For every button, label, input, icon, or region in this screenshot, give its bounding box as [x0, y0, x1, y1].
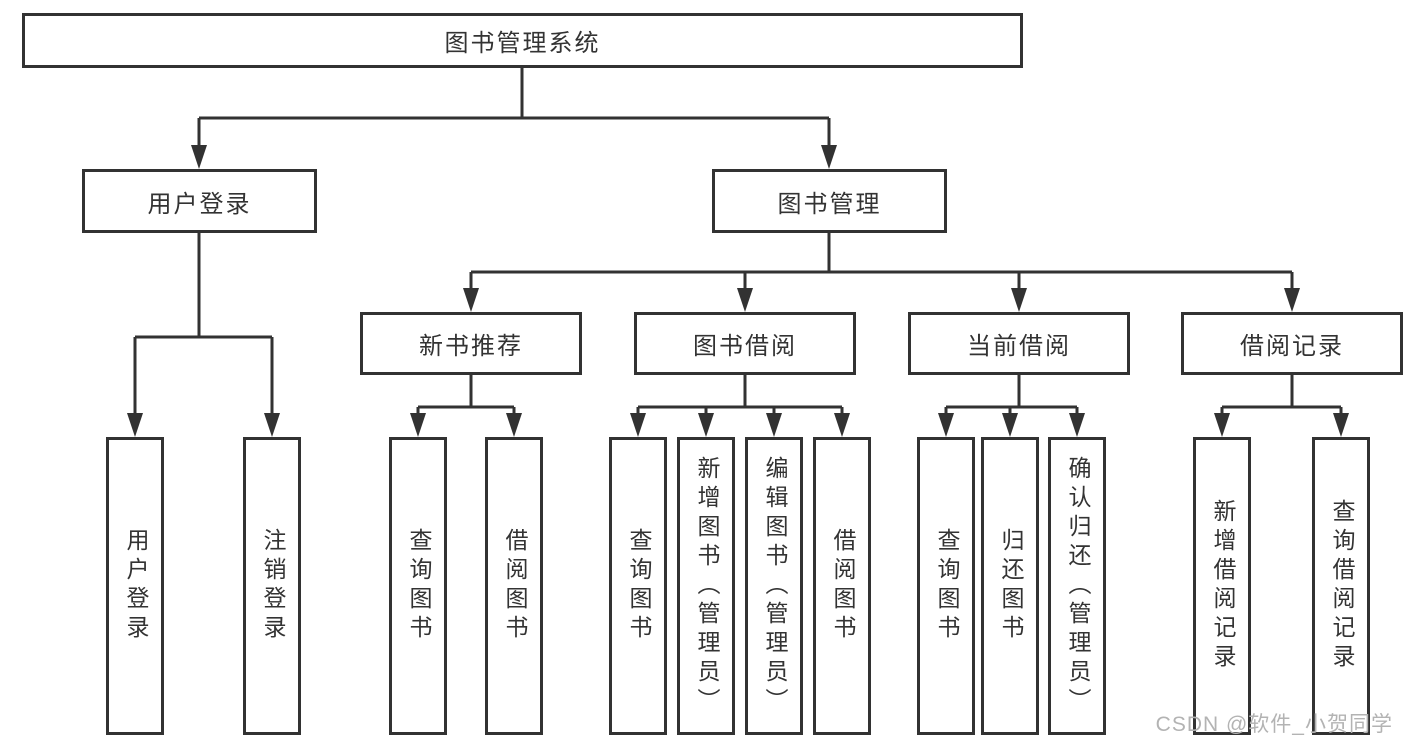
arrow-down-icon: [1011, 288, 1027, 312]
leaf-edit-books-admin: 编辑图书（管理员）: [745, 437, 803, 735]
leaf-logout: 注销登录: [243, 437, 301, 735]
leaf-query-books: 查询图书: [389, 437, 447, 735]
arrow-down-icon: [506, 413, 522, 437]
connector-root-to-level2: [197, 68, 831, 151]
leaf-query-books: 查询图书: [609, 437, 667, 735]
arrow-down-icon: [1333, 413, 1349, 437]
arrow-down-icon: [264, 413, 280, 437]
arrow-down-icon: [127, 413, 143, 437]
arrow-down-icon: [630, 413, 646, 437]
arrowheads: [127, 145, 1349, 437]
arrow-down-icon: [698, 413, 714, 437]
leaf-query-borrow-record: 查询借阅记录: [1312, 437, 1370, 735]
node-new-book-recommendation: 新书推荐: [360, 312, 582, 375]
connector-borrowrecord-to-leaves: [1220, 375, 1343, 419]
connector-userlogin-to-leaves: [133, 233, 274, 419]
arrow-down-icon: [821, 145, 837, 169]
arrow-down-icon: [410, 413, 426, 437]
arrow-down-icon: [766, 413, 782, 437]
node-user-login: 用户登录: [82, 169, 317, 233]
arrow-down-icon: [737, 288, 753, 312]
leaf-confirm-return-admin: 确认归还（管理员）: [1048, 437, 1106, 735]
node-current-borrowing: 当前借阅: [908, 312, 1130, 375]
node-book-management: 图书管理: [712, 169, 947, 233]
connector-curborrow-to-leaves: [944, 375, 1079, 419]
leaf-add-books-admin: 新增图书（管理员）: [677, 437, 735, 735]
arrow-down-icon: [938, 413, 954, 437]
leaf-borrow-books: 借阅图书: [485, 437, 543, 735]
arrow-down-icon: [1214, 413, 1230, 437]
arrow-down-icon: [463, 288, 479, 312]
leaf-query-books: 查询图书: [917, 437, 975, 735]
csdn-watermark: CSDN @软件_小贺同学: [1155, 713, 1393, 736]
arrow-down-icon: [191, 145, 207, 169]
leaf-add-borrow-record: 新增借阅记录: [1193, 437, 1251, 735]
arrow-down-icon: [1069, 413, 1085, 437]
arrow-down-icon: [1002, 413, 1018, 437]
arrow-down-icon: [1284, 288, 1300, 312]
arrow-down-icon: [834, 413, 850, 437]
leaf-borrow-books: 借阅图书: [813, 437, 871, 735]
connector-newbook-to-leaves: [416, 375, 516, 419]
node-book-management-system: 图书管理系统: [22, 13, 1023, 68]
leaf-user-login: 用户登录: [106, 437, 164, 735]
node-borrowing-records: 借阅记录: [1181, 312, 1403, 375]
node-book-borrowing: 图书借阅: [634, 312, 856, 375]
leaf-return-books: 归还图书: [981, 437, 1039, 735]
connector-bookborrow-to-leaves: [636, 375, 844, 419]
connector-bookmgmt-to-level3: [469, 233, 1294, 294]
